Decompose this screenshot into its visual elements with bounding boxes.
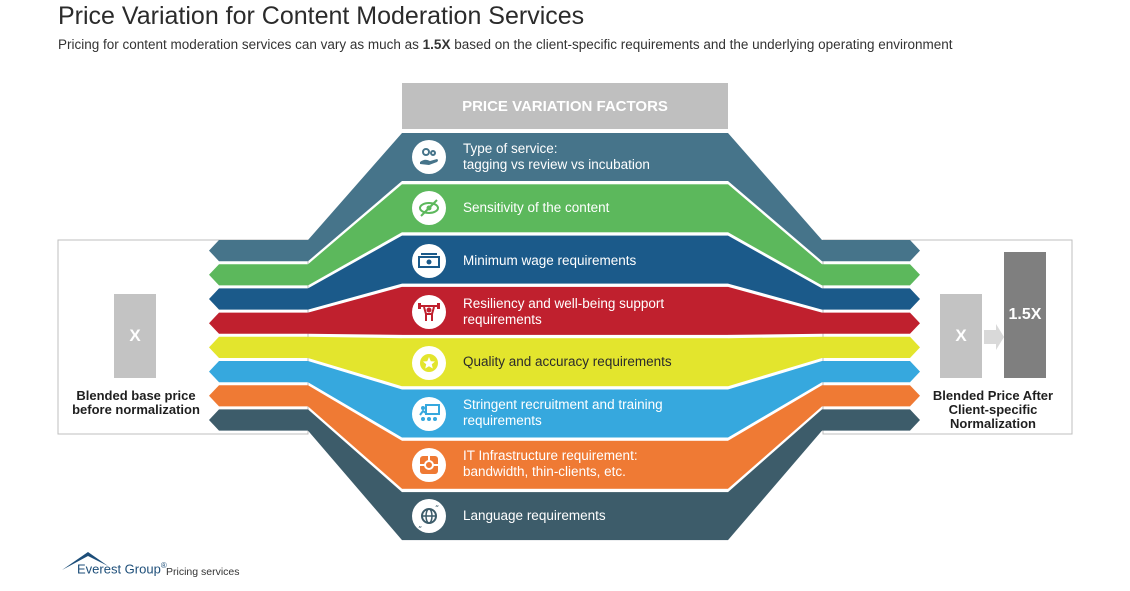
brand-logo: Everest Group® [77,561,167,576]
factor-line1: IT Infrastructure requirement: [463,448,638,463]
quality-badge-icon [412,346,446,380]
flow-right-2 [728,184,822,286]
factor-quality: Quality and accuracy requirements [463,354,672,370]
factor-line1: Stringent recruitment and training [463,397,663,412]
factor-band-4 [402,286,728,335]
stripe-right-2 [822,264,920,286]
flow-right-6 [728,361,822,438]
stripe-arrows [209,240,920,431]
stripe-right-4 [822,312,920,334]
factor-line1: Resiliency and well-being support [463,296,665,311]
flow-right-4 [728,286,822,335]
factor-minimum-wage: Minimum wage requirements [463,253,636,269]
weightlifter-icon [412,295,446,329]
stripe-left-6 [209,361,308,383]
factor-line1: Quality and accuracy requirements [463,354,672,369]
factor-type-of-service: Type of service:tagging vs review vs inc… [463,141,650,173]
stripe-left-1 [209,240,308,262]
right-caption: Blended Price After Client-specific Norm… [932,388,1054,431]
stripe-right-5 [822,336,920,358]
factor-language: Language requirements [463,508,606,524]
flow-right-8 [728,409,822,541]
stripe-right-6 [822,361,920,383]
factor-line1: Type of service: [463,141,558,156]
stripe-right-8 [822,409,920,431]
stripe-left-5 [209,336,308,358]
svg-text:„: „ [418,520,422,528]
right-high-bar [1004,252,1046,378]
left-bar-label: X [129,326,141,345]
flow-left-4 [308,286,402,335]
factor-line2: bandwidth, thin-clients, etc. [463,464,626,479]
factor-line1: Language requirements [463,508,606,523]
factor-it-infrastructure: IT Infrastructure requirement:bandwidth,… [463,448,638,480]
factor-line1: Minimum wage requirements [463,253,637,268]
flow-bands [308,133,822,541]
brand-name: Everest Group [77,561,161,577]
globe-quote-icon: „“ [412,499,446,533]
hand-gears-icon [412,140,446,174]
factor-band-3 [402,235,728,284]
factor-line2: requirements [463,413,542,428]
factor-band-2 [402,184,728,233]
flow-left-3 [308,235,402,310]
training-board-icon [412,397,446,431]
flow-left-7 [308,385,402,489]
factor-line1: Sensitivity of the content [463,200,610,215]
subtitle-before: Pricing for content moderation services … [58,37,423,52]
subtitle-after: based on the client-specific requirement… [450,37,953,52]
everest-logo-mark [62,552,108,570]
stripe-left-2 [209,264,308,286]
header-label: PRICE VARIATION FACTORS [462,97,668,115]
page-title: Price Variation for Content Moderation S… [58,2,585,30]
subtitle-emphasis: 1.5X [422,37,451,52]
flow-left-2 [308,184,402,286]
flow-right-3 [728,235,822,310]
stripe-left-4 [209,312,308,334]
stripe-left-7 [209,385,308,407]
stripe-right-7 [822,385,920,407]
factor-band-1 [402,133,728,181]
factor-band-8 [402,492,728,541]
left-caption: Blended base price before normalization [72,388,200,417]
right-base-bar-label: X [955,326,967,345]
stripe-right-1 [822,240,920,262]
stripe-left-8 [209,409,308,431]
right-base-bar [940,294,982,378]
page-subtitle: Pricing for content moderation services … [58,37,953,52]
central-bands [402,133,728,541]
infrastructure-icon [412,448,446,482]
header-box [402,83,728,129]
factor-line2: requirements [463,312,542,327]
flow-left-1 [308,133,402,262]
factor-band-6 [402,389,728,438]
flow-left-5 [308,336,402,387]
factor-sensitivity: Sensitivity of the content [463,200,609,216]
money-icon [412,244,446,278]
brand-service: Pricing services [166,566,240,578]
right-high-bar-label: 1.5X [1008,306,1042,323]
factor-band-5 [402,338,728,387]
factor-line2: tagging vs review vs incubation [463,157,650,172]
svg-text:“: “ [435,504,439,513]
flow-right-5 [728,336,822,387]
flow-right-7 [728,385,822,489]
eye-slash-icon [412,191,446,225]
stripe-right-3 [822,288,920,310]
flow-left-8 [308,409,402,541]
right-growth-arrow [984,324,1004,350]
flow-left-6 [308,361,402,438]
stripe-left-3 [209,288,308,310]
flow-right-1 [728,133,822,262]
left-base-bar [114,294,156,378]
factor-band-7 [402,440,728,489]
brand-mark: ® [160,561,167,570]
